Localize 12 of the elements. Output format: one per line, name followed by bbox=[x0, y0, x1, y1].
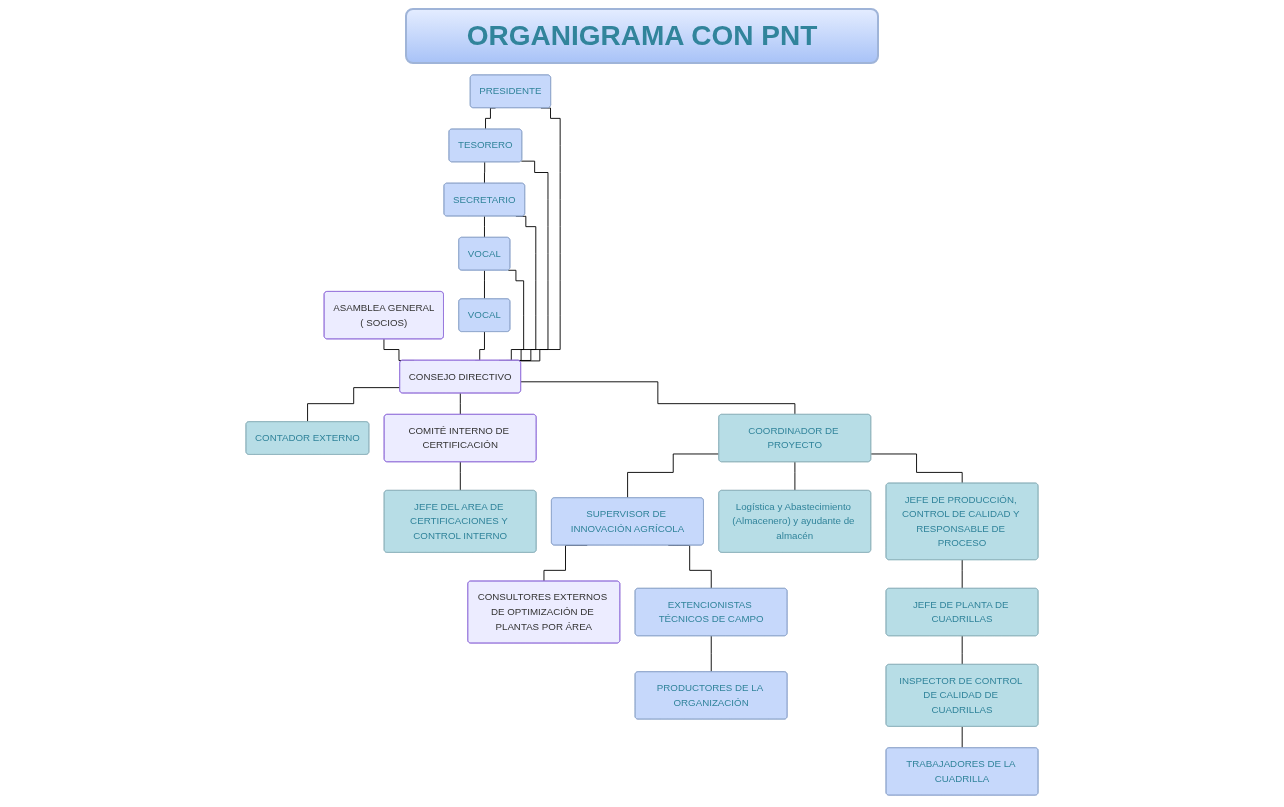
connector bbox=[710, 635, 712, 673]
connector bbox=[459, 392, 461, 416]
connector bbox=[484, 215, 486, 239]
connector bbox=[520, 381, 796, 416]
connector bbox=[307, 387, 401, 423]
connector bbox=[459, 461, 461, 492]
connector bbox=[519, 107, 561, 362]
diagram-title: ORGANIGRAMA CON PNT bbox=[404, 8, 880, 64]
connector bbox=[870, 453, 963, 484]
connector bbox=[627, 453, 720, 499]
connector bbox=[484, 161, 486, 184]
connector bbox=[484, 270, 486, 300]
